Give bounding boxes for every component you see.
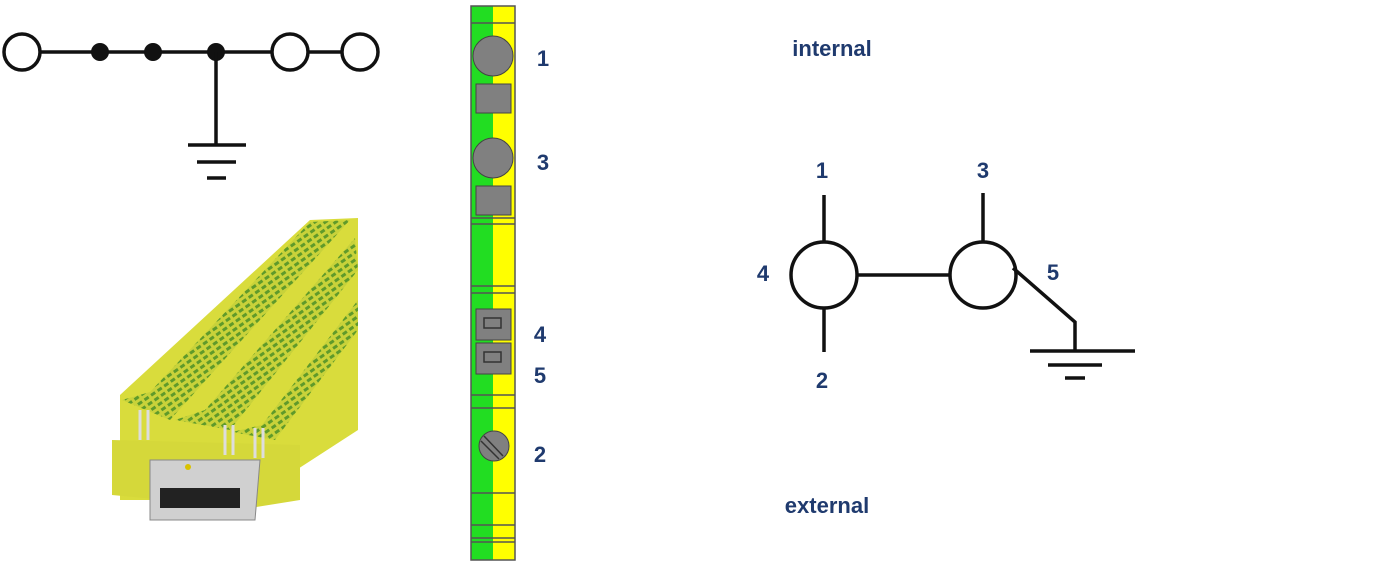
terminal-1-opening	[475, 83, 512, 114]
internal-label: internal	[792, 36, 871, 61]
terminal-3-opening	[475, 185, 512, 216]
ground-icon	[1030, 349, 1135, 380]
open-terminal-icon	[2, 32, 42, 72]
terminal-5-box	[475, 342, 512, 375]
strip-label-5: 5	[534, 363, 546, 388]
terminal-node-icon	[789, 240, 859, 310]
open-terminal-icon	[270, 32, 310, 72]
external-label: external	[785, 493, 869, 518]
terminal-3-screw-icon	[472, 137, 514, 179]
connection-diagram: internal external 1 3 4 5 2	[757, 36, 1135, 518]
strip-label-2: 2	[534, 442, 546, 467]
node-label-3: 3	[977, 158, 989, 183]
terminal-1-screw-icon	[472, 35, 514, 77]
strip-label-3: 3	[537, 150, 549, 175]
terminal-block-photo	[112, 218, 358, 521]
open-terminal-icon	[340, 32, 380, 72]
node-label-5: 5	[1047, 260, 1059, 285]
terminal-strip: 1 3 4 5 2	[470, 5, 549, 561]
node-label-4: 4	[757, 261, 770, 286]
junction-dot-icon	[144, 43, 162, 61]
terminal-schematic-symbol	[2, 32, 380, 180]
node-label-2: 2	[816, 368, 828, 393]
terminal-4-box	[475, 308, 512, 341]
terminal-node-icon	[948, 240, 1018, 310]
strip-label-4: 4	[534, 322, 547, 347]
junction-dot-icon	[91, 43, 109, 61]
ground-icon	[188, 143, 246, 180]
node-label-1: 1	[816, 158, 828, 183]
strip-label-1: 1	[537, 46, 549, 71]
terminal-2-screw-icon	[478, 430, 510, 462]
